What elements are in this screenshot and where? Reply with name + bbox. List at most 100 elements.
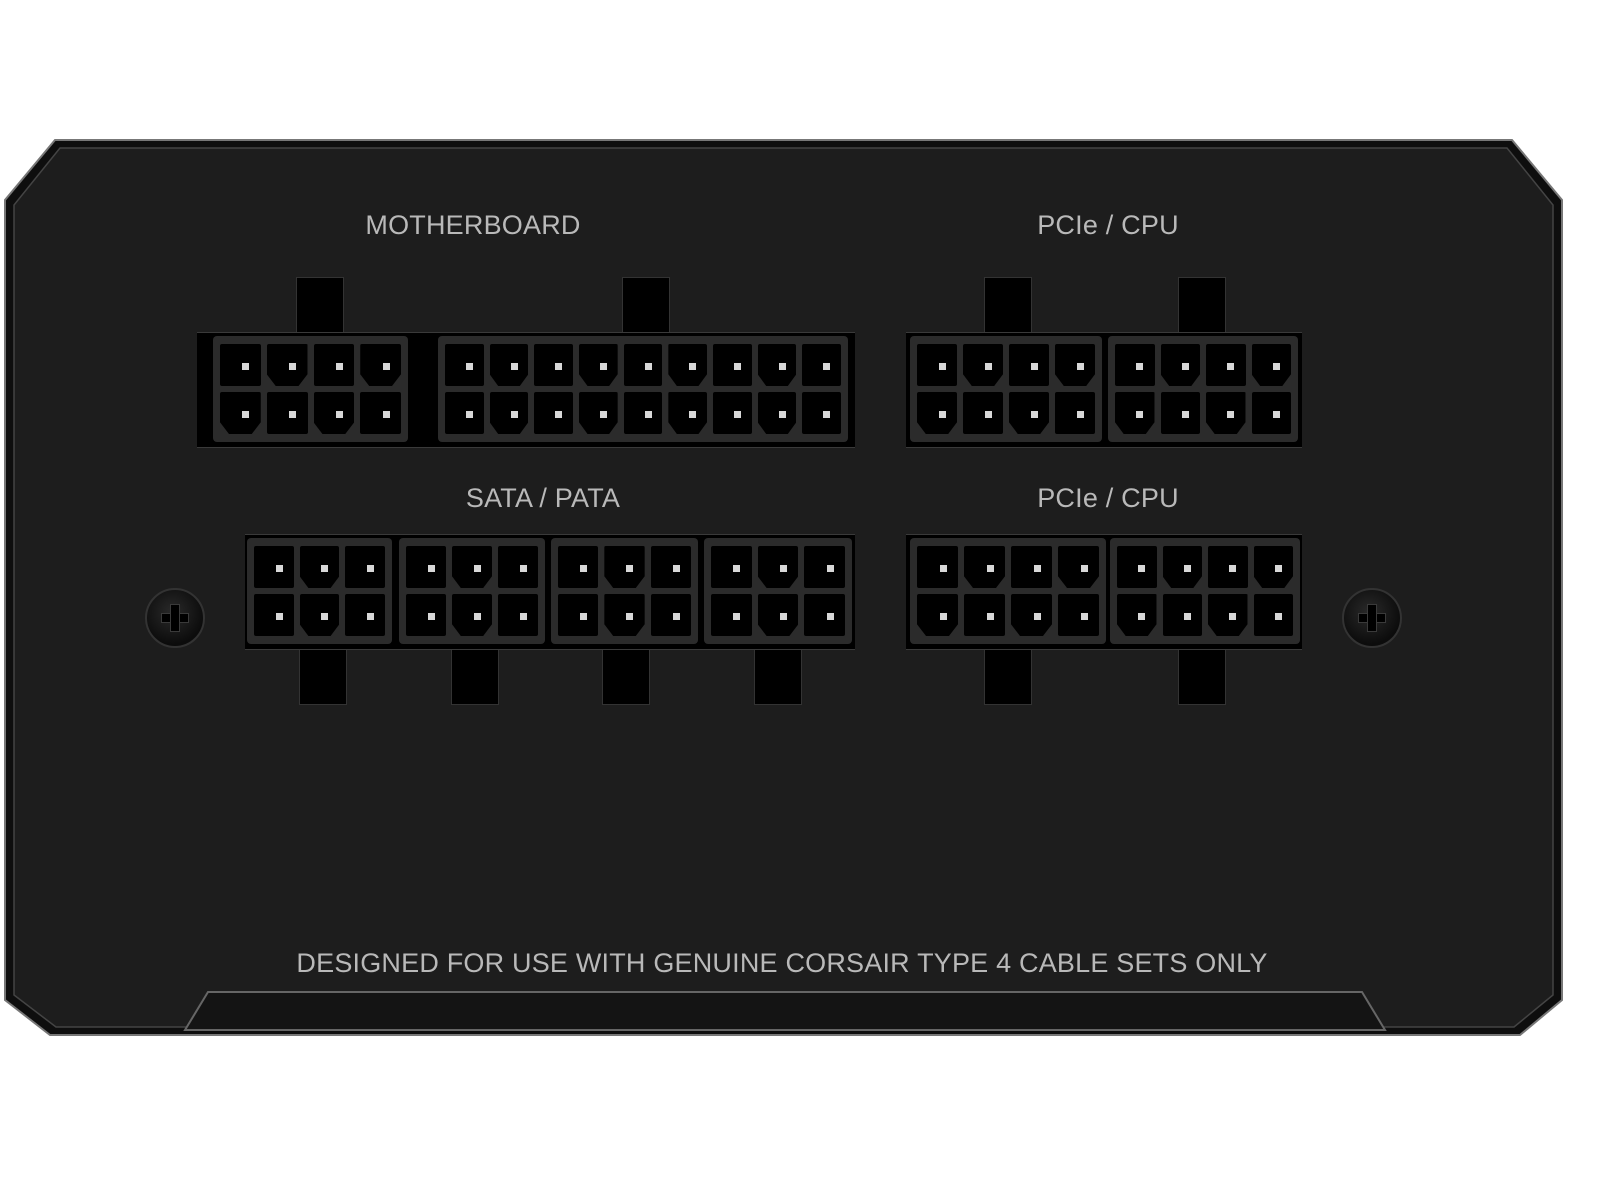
pcie-cpu-bottom-port[interactable] (910, 538, 1106, 644)
pin-socket (452, 546, 492, 588)
pin-socket (498, 546, 538, 588)
pin-socket (1162, 546, 1202, 588)
pin-socket (445, 392, 484, 434)
pin-socket (1117, 546, 1157, 588)
pin-socket (498, 594, 538, 636)
pin-socket (650, 546, 691, 588)
pin-socket (220, 392, 261, 434)
pin-socket (757, 392, 797, 434)
pin-socket (360, 392, 401, 434)
pin-socket (604, 546, 645, 588)
pin-socket (406, 546, 446, 588)
pin-socket (802, 344, 841, 386)
pin-socket (254, 594, 294, 636)
pin-socket (804, 546, 845, 588)
pin-socket (917, 594, 958, 636)
pin-socket (668, 392, 707, 434)
sata-pata-latch-tab (602, 648, 650, 705)
pin-socket (1115, 344, 1155, 386)
pin-socket (1055, 344, 1095, 386)
pin-socket (757, 344, 797, 386)
pin-socket (313, 392, 355, 434)
pin-socket (266, 392, 308, 434)
sata-pata-latch-tab (754, 648, 802, 705)
pin-socket (534, 344, 573, 386)
pin-socket (558, 546, 599, 588)
pin-socket (254, 546, 294, 588)
pin-socket (713, 344, 752, 386)
pin-socket (345, 546, 385, 588)
pcie-cpu-bottom-latch-tab (984, 648, 1032, 705)
pin-socket (917, 392, 957, 434)
pcie-cpu-bottom-latch-tab (1178, 648, 1226, 705)
sata-pata-label: SATA / PATA (465, 483, 621, 513)
cable-notice-text: DESIGNED FOR USE WITH GENUINE CORSAIR TY… (296, 948, 1268, 978)
pcie-cpu-top-latch-tab (984, 277, 1032, 334)
pin-socket (964, 546, 1005, 588)
motherboard-label: MOTHERBOARD (365, 210, 581, 240)
pin-socket (579, 344, 618, 386)
pin-socket (313, 344, 355, 386)
pin-socket (963, 392, 1003, 434)
pin-socket (299, 546, 340, 588)
pin-socket (579, 392, 618, 434)
motherboard-latch-tab (622, 277, 670, 334)
pin-socket (406, 594, 446, 636)
pin-socket (1011, 594, 1052, 636)
pcie-cpu-top-label: PCIe / CPU (1037, 210, 1179, 240)
pin-socket (917, 546, 958, 588)
pin-socket (345, 594, 385, 636)
pcie-cpu-bottom-port[interactable] (1110, 538, 1300, 644)
pin-socket (1253, 594, 1293, 636)
sata-pata-port[interactable] (399, 538, 545, 644)
pin-socket (489, 392, 529, 434)
pin-socket (452, 594, 492, 636)
pin-socket (1162, 594, 1202, 636)
pin-socket (220, 344, 261, 386)
right-screw-icon (1342, 588, 1402, 648)
pcie-cpu-top-latch-tab (1178, 277, 1226, 334)
pin-socket (299, 594, 340, 636)
pin-socket (711, 546, 752, 588)
pin-socket (558, 594, 599, 636)
pin-socket (804, 594, 845, 636)
sata-pata-latch-tab (299, 648, 347, 705)
sata-pata-port[interactable] (551, 538, 698, 644)
pcie-cpu-bottom-label: PCIe / CPU (1037, 483, 1179, 513)
motherboard-port[interactable] (438, 336, 848, 442)
pin-socket (1055, 392, 1095, 434)
pin-socket (1251, 392, 1291, 434)
pin-socket (489, 344, 529, 386)
pin-socket (668, 344, 707, 386)
pin-socket (1117, 594, 1157, 636)
pin-socket (757, 546, 799, 588)
pcie-cpu-top-port[interactable] (910, 336, 1102, 442)
sata-pata-latch-tab (451, 648, 499, 705)
pin-socket (1009, 344, 1049, 386)
pcie-cpu-top-port[interactable] (1108, 336, 1298, 442)
pin-socket (623, 344, 663, 386)
pin-socket (1115, 392, 1155, 434)
sata-pata-port[interactable] (247, 538, 392, 644)
pin-socket (917, 344, 957, 386)
pin-socket (266, 344, 308, 386)
sata-pata-port[interactable] (704, 538, 852, 644)
pin-socket (1208, 546, 1248, 588)
pin-socket (534, 392, 573, 434)
pin-socket (1253, 546, 1293, 588)
pin-socket (445, 344, 484, 386)
pin-socket (1160, 392, 1200, 434)
pin-socket (1206, 392, 1246, 434)
pin-socket (360, 344, 401, 386)
motherboard-port[interactable] (213, 336, 408, 442)
pin-socket (713, 392, 752, 434)
pin-socket (711, 594, 752, 636)
pin-socket (1058, 546, 1099, 588)
pin-socket (604, 594, 645, 636)
pin-socket (757, 594, 799, 636)
pin-socket (650, 594, 691, 636)
pin-socket (1058, 594, 1099, 636)
pin-socket (1009, 392, 1049, 434)
bottom-lip (183, 991, 1387, 1031)
pin-socket (964, 594, 1005, 636)
